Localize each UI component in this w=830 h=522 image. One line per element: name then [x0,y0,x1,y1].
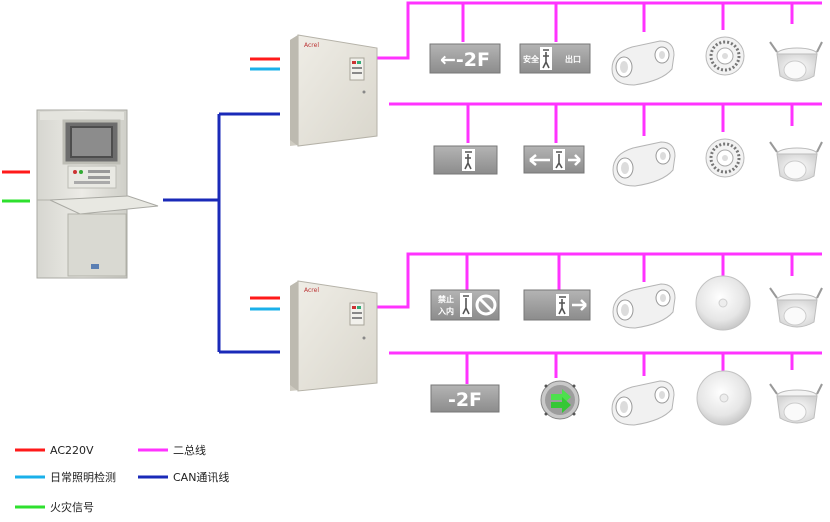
dome-light-icon [695,275,751,331]
sign-floor-2f-arrow-left: ←-2F [440,49,490,71]
twin-head-emergency-light-icon [612,141,676,187]
can-bus-lines [163,112,280,354]
ceiling-round-light-icon [704,35,746,77]
exit-sign-right-text: 出口 [565,54,581,64]
twin-head-emergency-light-icon [611,380,675,426]
legend-item-can-bus: CAN通讯线 [138,470,229,484]
legend-item-fire-signal: 火灾信号 [15,500,94,514]
legend-label-fire-signal: 火灾信号 [50,500,94,514]
downlight-icon [769,141,823,182]
two-bus-lines [375,1,822,384]
no-entry-exit-sign-icon: 禁止 入内 [430,289,500,321]
downlight-icon [769,41,823,82]
dome-light-icon [696,370,752,426]
exit-sign-icon: 安全 出口 [519,43,591,74]
distribution-box-icon: Acrel [290,34,378,147]
controller-brand-label: Acrel [304,42,319,49]
legend-label-ac220v: AC220V [50,444,94,457]
twin-head-emergency-light-icon [612,283,676,329]
floor-indicator-sign-icon: -2F [430,384,500,413]
downlight-icon [769,383,823,424]
floor-embedded-arrow-light-icon [540,380,580,420]
twin-head-emergency-light-icon [611,40,675,86]
exit-sign-icon [523,289,591,321]
exit-sign-icon [433,145,498,175]
legend: AC220V 二总线 日常照明检测 CAN通讯线 火灾信号 [15,443,229,514]
fire-emergency-host-cabinet-icon [36,109,159,279]
sign-floor-2f: -2F [448,389,482,411]
legend-item-daily-lighting: 日常照明检测 [15,470,116,484]
exit-sign-icon [523,145,585,174]
floor-indicator-sign-icon: ←-2F [429,43,501,74]
legend-label-daily-lighting: 日常照明检测 [50,470,116,484]
downlight-icon [769,287,823,328]
no-entry-top-text: 禁止 [437,294,454,304]
no-entry-bottom-text: 入内 [437,306,454,316]
distribution-box-icon: Acrel [290,280,378,392]
legend-label-can-bus: CAN通讯线 [173,470,229,484]
controller-brand-label: Acrel [304,287,319,294]
ceiling-round-light-icon [704,137,746,179]
legend-item-two-bus: 二总线 [138,443,206,457]
exit-sign-left-text: 安全 [523,54,540,64]
legend-item-ac220v: AC220V [15,444,94,457]
legend-label-two-bus: 二总线 [173,443,206,457]
